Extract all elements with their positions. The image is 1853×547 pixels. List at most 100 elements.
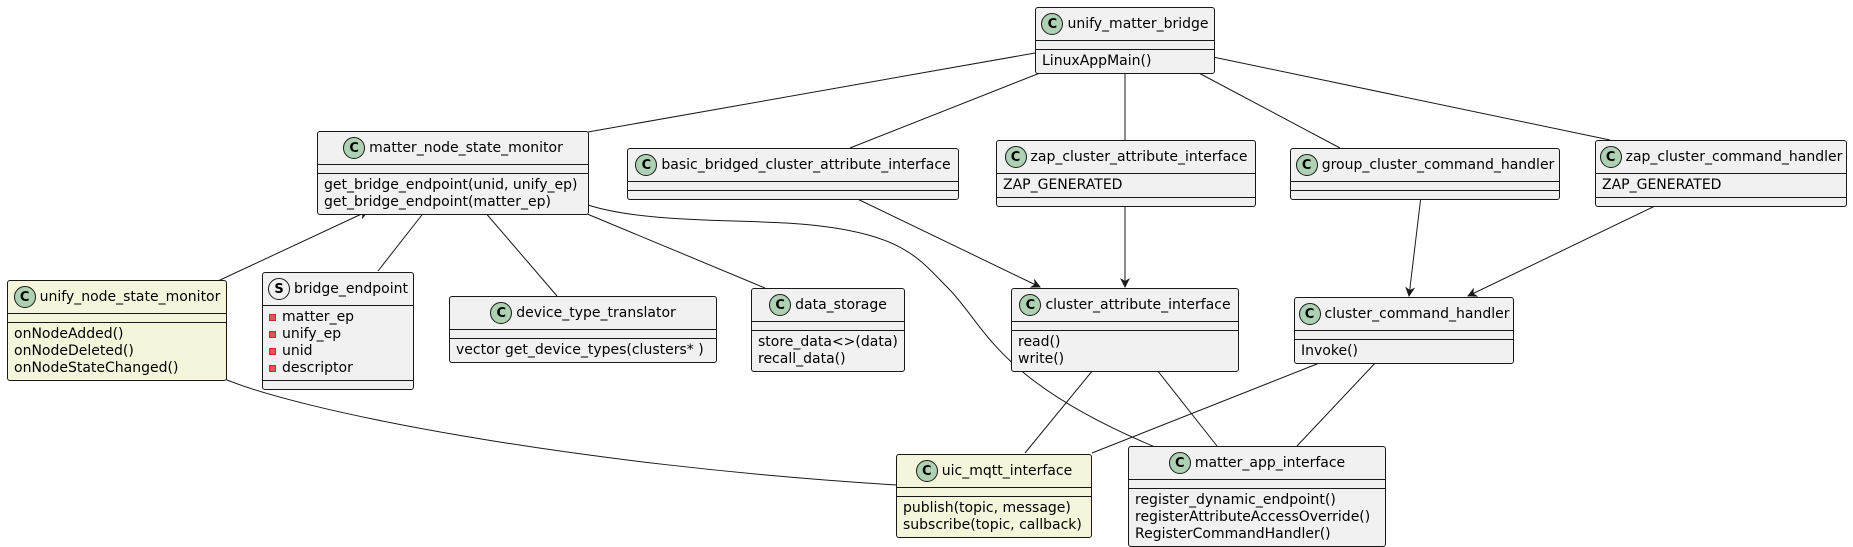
methods-section: [628, 191, 958, 199]
class-name: unify_matter_bridge: [1067, 16, 1209, 32]
class-name: basic_bridged_cluster_attribute_interfac…: [661, 157, 951, 173]
class-icon: C: [1168, 452, 1191, 474]
methods-section: onNodeAdded() onNodeDeleted() onNodeStat…: [8, 323, 226, 380]
methods-section: publish(topic, message) subscribe(topic,…: [897, 497, 1091, 537]
edge-bridge-zapcmd: [1212, 56, 1611, 141]
field: ZAP_GENERATED: [1003, 177, 1123, 193]
fields-section: ZAP_GENERATED: [997, 174, 1255, 198]
method: get_bridge_endpoint(unid, unify_ep): [324, 177, 578, 193]
fields-section: [1036, 41, 1214, 50]
methods-section: register_dynamic_endpoint() registerAttr…: [1129, 489, 1385, 546]
class-icon: C: [1004, 146, 1027, 168]
fields-section: ZAP_GENERATED: [1596, 174, 1846, 198]
class-icon: C: [1041, 13, 1064, 35]
class-name: uic_mqtt_interface: [941, 463, 1073, 479]
fields-section: [1129, 480, 1385, 489]
fields-section: [1012, 322, 1238, 331]
edge-cai-mqtt: [1024, 369, 1094, 454]
class-icon: C: [1298, 303, 1321, 325]
field: matter_ep: [282, 309, 355, 325]
fields-section: [628, 182, 958, 191]
method: recall_data(): [758, 351, 846, 367]
fields-section: [752, 322, 904, 331]
private-field-icon: [269, 330, 276, 338]
edge-unms-mqtt: [217, 375, 898, 486]
class-icon: C: [1295, 154, 1318, 176]
class-icon: C: [1599, 146, 1622, 168]
field: unid: [282, 343, 313, 359]
edge-cai-matterapp: [1156, 369, 1218, 447]
private-field-icon: [269, 364, 276, 372]
field: ZAP_GENERATED: [1602, 177, 1722, 193]
edge-basic-cai: [844, 192, 1041, 288]
methods-section: [1596, 198, 1846, 206]
fields-section: [318, 165, 588, 174]
class-icon: C: [635, 154, 658, 176]
edge-bridge-group: [1194, 70, 1341, 149]
class-icon: C: [1019, 294, 1042, 316]
struct-icon: S: [268, 278, 290, 300]
class-icon: C: [915, 460, 938, 482]
method: publish(topic, message): [903, 500, 1071, 516]
class-name: matter_node_state_monitor: [369, 140, 563, 156]
methods-section: Invoke(): [1295, 340, 1513, 363]
fields-section: [1291, 182, 1559, 191]
methods-section: read() write(): [1012, 331, 1238, 371]
edge-group-cch: [1405, 195, 1422, 297]
method: read(): [1018, 334, 1061, 350]
method: registerAttributeAccessOverride(): [1135, 509, 1371, 525]
edge-cch-matterapp: [1296, 359, 1379, 447]
method: write(): [1018, 351, 1065, 367]
class-name: cluster_command_handler: [1324, 306, 1510, 322]
fields-section: matter_ep unify_ep unid descriptor: [263, 306, 413, 381]
struct-name: bridge_endpoint: [294, 281, 408, 297]
methods-section: store_data<>(data) recall_data(): [752, 331, 904, 371]
edge-mnsm-storage: [579, 210, 766, 289]
class-name: group_cluster_command_handler: [1321, 157, 1555, 173]
edge-mnsm-dtt: [483, 210, 558, 297]
fields-section: [8, 314, 226, 323]
class-icon: C: [769, 294, 792, 316]
class-name: unify_node_state_monitor: [39, 289, 221, 305]
method: onNodeStateChanged(): [14, 360, 179, 376]
class-name: matter_app_interface: [1194, 455, 1346, 471]
field: descriptor: [282, 360, 353, 376]
edge-bridge-mnsm: [587, 52, 1036, 133]
class-name: cluster_attribute_interface: [1045, 297, 1231, 313]
method: onNodeAdded(): [14, 326, 124, 342]
fields-section: [897, 488, 1091, 497]
class-icon: C: [490, 302, 513, 324]
class-icon: C: [13, 286, 36, 308]
fields-section: [450, 330, 716, 339]
field: unify_ep: [282, 326, 342, 342]
method: get_bridge_endpoint(matter_ep): [324, 194, 551, 210]
methods-section: LinuxAppMain(): [1036, 50, 1214, 73]
method: LinuxAppMain(): [1042, 53, 1152, 69]
edge-unms-mnsm: [217, 210, 369, 282]
private-field-icon: [269, 313, 276, 321]
fields-section: [1295, 331, 1513, 340]
methods-section: [997, 198, 1255, 206]
method: subscribe(topic, callback): [903, 517, 1082, 533]
method: RegisterCommandHandler(): [1135, 526, 1331, 542]
edge-mnsm-bridge-endpoint: [377, 210, 426, 272]
edge-zapcmd-cch: [1467, 204, 1658, 297]
methods-section: get_bridge_endpoint(unid, unify_ep) get_…: [318, 174, 588, 214]
methods-section: [1291, 191, 1559, 199]
method: vector get_device_types(clusters* ): [456, 342, 704, 358]
method: register_dynamic_endpoint(): [1135, 492, 1336, 508]
